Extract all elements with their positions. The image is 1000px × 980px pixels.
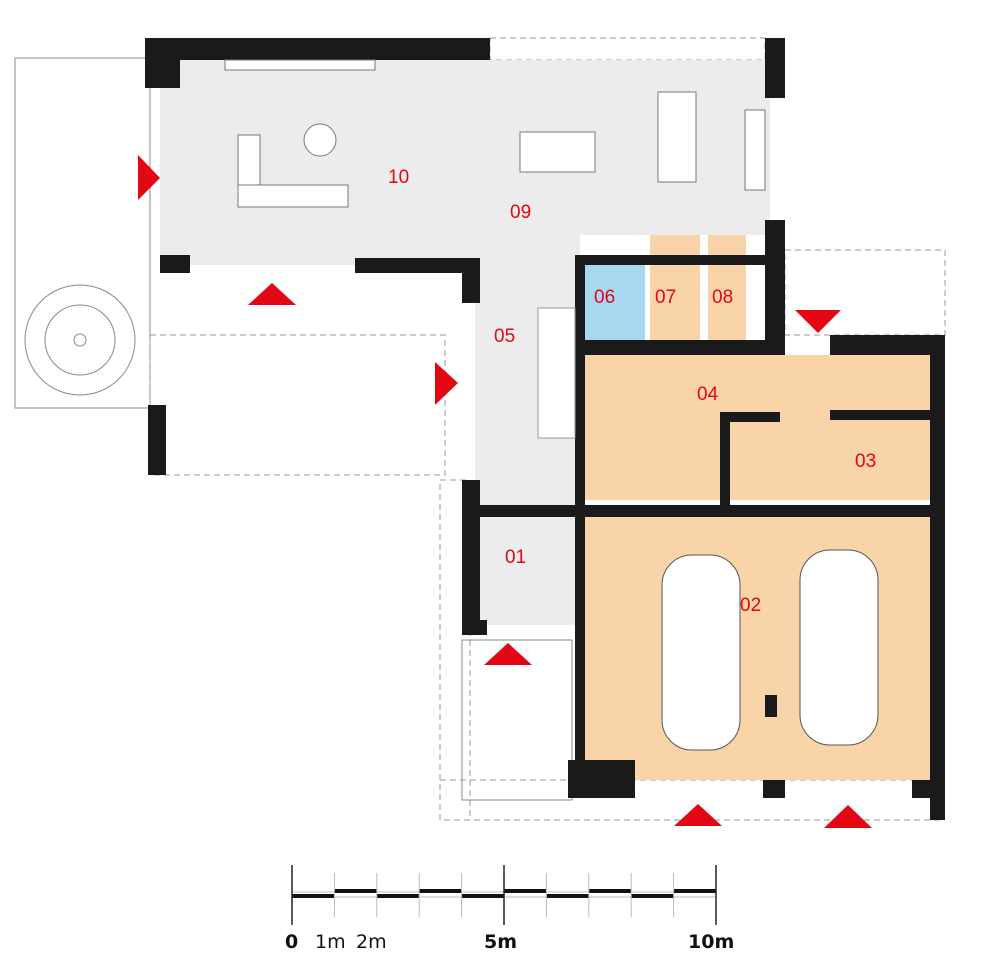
terrace xyxy=(14,57,151,409)
scale-segment xyxy=(376,894,420,898)
scale-segment xyxy=(673,889,716,893)
room-label-09: 09 xyxy=(510,202,531,223)
scale-segment xyxy=(419,889,462,893)
room-label-01: 01 xyxy=(505,547,526,568)
round-table-outdoor xyxy=(24,284,136,396)
room-label-03: 03 xyxy=(855,451,876,472)
scale-bar: 0 1m 2m 5m 10m xyxy=(285,865,734,953)
scale-segment xyxy=(631,894,674,898)
room-label-04: 04 xyxy=(697,384,719,405)
room-label-08: 08 xyxy=(712,287,733,308)
scale-segment xyxy=(588,889,632,893)
scale-label-1m: 1m xyxy=(315,931,346,953)
outdoor-steps xyxy=(149,334,446,476)
arrow-icon xyxy=(795,310,841,333)
arrow-icon xyxy=(138,155,160,200)
walls xyxy=(145,38,945,820)
room-label-05: 05 xyxy=(494,326,515,347)
arrow-icon xyxy=(674,804,722,826)
room-10-living xyxy=(160,60,475,265)
room-01-vestibule xyxy=(480,515,575,625)
room-label-10: 10 xyxy=(388,167,409,188)
arrow-icon xyxy=(435,362,458,405)
scale-segment xyxy=(504,889,547,893)
scale-label-5m: 5m xyxy=(484,931,517,953)
arrow-icon xyxy=(484,643,532,665)
coffee-table xyxy=(303,123,337,157)
room-label-07: 07 xyxy=(655,287,676,308)
scale-segment xyxy=(546,894,589,898)
room-04 xyxy=(585,355,930,500)
sofa xyxy=(237,134,349,208)
entrance-stairs xyxy=(461,639,573,801)
car-left xyxy=(661,554,741,751)
room-label-02: 02 xyxy=(740,595,761,616)
scale-segment xyxy=(334,889,377,893)
room-07 xyxy=(650,235,700,340)
arrow-icon xyxy=(824,805,872,828)
scale-segment xyxy=(461,894,504,898)
interior-stairs xyxy=(537,307,576,439)
arrow-icon xyxy=(248,283,296,305)
room-08 xyxy=(708,235,746,340)
car-right xyxy=(799,549,879,746)
dining-table xyxy=(519,131,596,173)
kitchen-island xyxy=(657,91,697,183)
room-label-06: 06 xyxy=(594,287,615,308)
scale-label-2m: 2m xyxy=(356,931,387,953)
scale-label-10m: 10m xyxy=(688,931,734,953)
scale-segment xyxy=(292,894,335,898)
tv-unit xyxy=(224,59,376,71)
kitchen-counter xyxy=(744,109,766,191)
entrance-arrows xyxy=(138,155,872,828)
scale-label-0: 0 xyxy=(285,931,298,953)
room-06-wc xyxy=(585,265,645,340)
